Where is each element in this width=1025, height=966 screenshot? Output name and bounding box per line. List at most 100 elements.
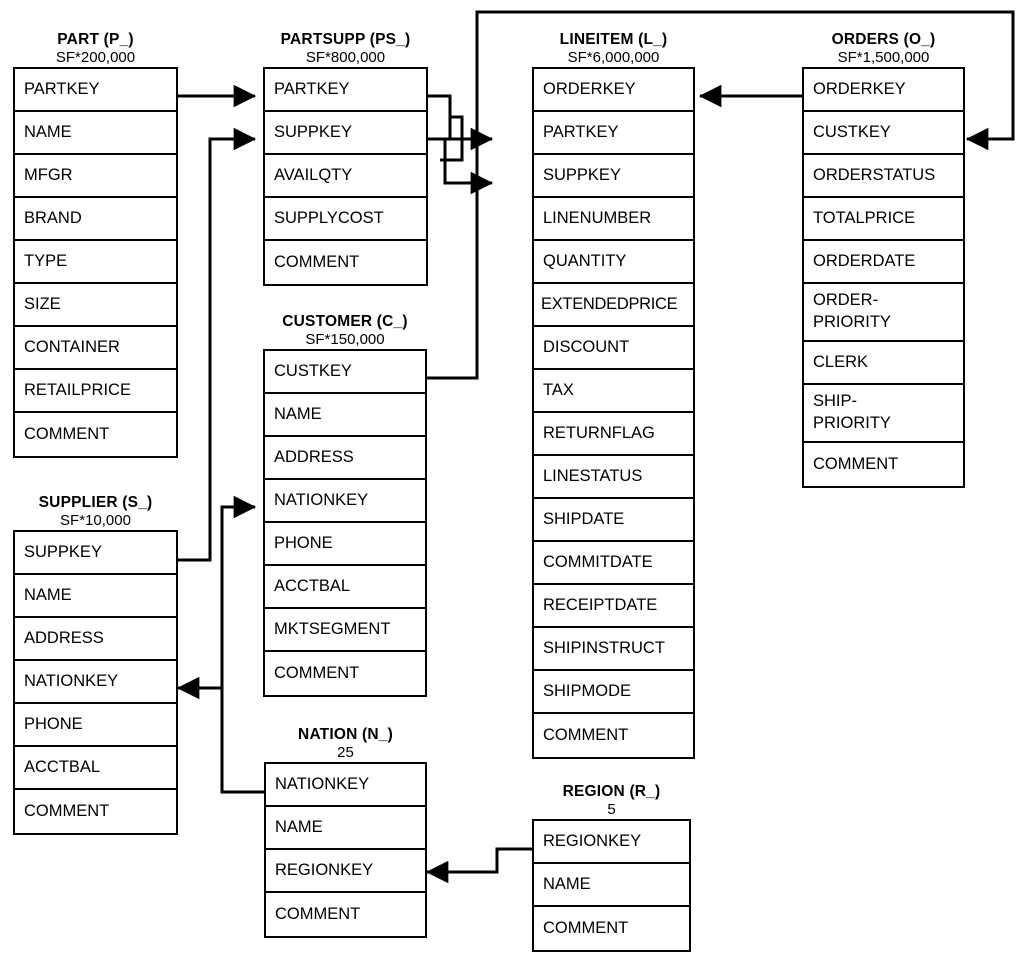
field-lineitem-comment: COMMENT (543, 726, 629, 744)
wire-region-nation (425, 847, 532, 884)
field-customer-custkey: CUSTKEY (265, 351, 425, 394)
field-lineitem-linenumber: LINENUMBER (534, 198, 693, 241)
table-region: REGION (R_) 5 REGIONKEY NAME COMMENT (532, 782, 691, 952)
table-customer: CUSTOMER (C_) SF*150,000 CUSTKEY NAME AD… (263, 312, 427, 697)
table-part-title: PART (P_) (57, 31, 134, 48)
table-nation-fields: NATIONKEY NAME REGIONKEY COMMENT (264, 762, 427, 938)
table-orders: ORDERS (O_) SF*1,500,000 ORDERKEY CUSTKE… (802, 30, 965, 488)
table-partsupp-cardinality: SF*800,000 (305, 49, 386, 66)
table-supplier-title: SUPPLIER (S_) (38, 494, 153, 511)
field-supplier-phone: PHONE (15, 704, 176, 747)
table-partsupp: PARTSUPP (PS_) SF*800,000 PARTKEY SUPPKE… (263, 30, 428, 286)
table-customer-cardinality: SF*150,000 (305, 331, 385, 348)
field-region-comment: COMMENT (543, 919, 629, 937)
table-partsupp-fields: PARTKEY SUPPKEY AVAILQTY SUPPLYCOST COMM… (263, 67, 428, 286)
table-region-fields: REGIONKEY NAME COMMENT (532, 819, 691, 952)
field-lineitem-suppkey: SUPPKEY (534, 155, 693, 198)
field-lineitem-discount: DISCOUNT (534, 327, 693, 370)
table-orders-fields: ORDERKEY CUSTKEY ORDERSTATUS TOTALPRICE … (802, 67, 965, 488)
field-supplier-suppkey: SUPPKEY (15, 532, 176, 575)
field-partsupp-suppkey: SUPPKEY (265, 112, 426, 155)
field-lineitem-returnflag: RETURNFLAG (534, 413, 693, 456)
field-region-name: NAME (534, 864, 689, 907)
table-region-title: REGION (R_) (562, 783, 661, 800)
table-nation: NATION (N_) 25 NATIONKEY NAME REGIONKEY … (264, 725, 427, 938)
table-supplier: SUPPLIER (S_) SF*10,000 SUPPKEY NAME ADD… (13, 493, 178, 835)
field-orders-clerk: CLERK (804, 342, 963, 385)
table-part-cardinality: SF*200,000 (55, 49, 136, 66)
field-lineitem-tax: TAX (534, 370, 693, 413)
wire-partsupp-lineitem-partkey (443, 127, 494, 160)
field-orders-orderpriority: ORDER-PRIORITY (804, 284, 963, 342)
table-orders-cardinality: SF*1,500,000 (837, 49, 930, 66)
field-customer-name: NAME (265, 394, 425, 437)
field-partsupp-supplycost: SUPPLYCOST (265, 198, 426, 241)
field-part-name: NAME (15, 112, 176, 155)
field-part-retailprice: RETAILPRICE (15, 370, 176, 413)
table-orders-title: ORDERS (O_) (831, 31, 936, 48)
field-orders-orderkey: ORDERKEY (804, 69, 963, 112)
field-nation-name: NAME (266, 807, 425, 850)
table-part-fields: PARTKEY NAME MFGR BRAND TYPE SIZE CONTAI… (13, 67, 178, 458)
field-supplier-comment: COMMENT (24, 802, 110, 820)
field-part-type: TYPE (15, 241, 176, 284)
table-part: PART (P_) SF*200,000 PARTKEY NAME MFGR B… (13, 30, 178, 458)
field-lineitem-quantity: QUANTITY (534, 241, 693, 284)
table-nation-cardinality: 25 (337, 744, 354, 761)
field-lineitem-commitdate: COMMITDATE (534, 542, 693, 585)
field-supplier-address: ADDRESS (15, 618, 176, 661)
table-lineitem-title: LINEITEM (L_) (559, 31, 668, 48)
field-part-size: SIZE (15, 284, 176, 327)
field-part-brand: BRAND (15, 198, 176, 241)
field-lineitem-shipdate: SHIPDATE (534, 499, 693, 542)
wire-partsupp-lineitem-suppkey (443, 160, 494, 195)
field-part-mfgr: MFGR (15, 155, 176, 198)
field-lineitem-shipmode: SHIPMODE (534, 671, 693, 714)
table-region-cardinality: 5 (607, 801, 616, 818)
table-lineitem: LINEITEM (L_) SF*6,000,000 ORDERKEY PART… (532, 30, 695, 759)
field-part-container: CONTAINER (15, 327, 176, 370)
wire-nation-customer (220, 495, 264, 794)
field-customer-phone: PHONE (265, 523, 425, 566)
field-supplier-nationkey: NATIONKEY (15, 661, 176, 704)
field-orders-comment: COMMENT (813, 455, 899, 473)
table-supplier-cardinality: SF*10,000 (60, 512, 131, 529)
field-partsupp-comment: COMMENT (274, 253, 360, 271)
field-part-partkey: PARTKEY (15, 69, 176, 112)
field-lineitem-orderkey: ORDERKEY (534, 69, 693, 112)
field-lineitem-partkey: PARTKEY (534, 112, 693, 155)
field-orders-shippriority: SHIP-PRIORITY (804, 385, 963, 443)
field-nation-comment: COMMENT (275, 905, 361, 923)
field-orders-custkey: CUSTKEY (804, 112, 963, 155)
field-supplier-name: NAME (15, 575, 176, 618)
table-nation-title: NATION (N_) (298, 726, 393, 743)
field-customer-nationkey: NATIONKEY (265, 480, 425, 523)
table-lineitem-fields: ORDERKEY PARTKEY SUPPKEY LINENUMBER QUAN… (532, 67, 695, 759)
field-lineitem-shipinstruct: SHIPINSTRUCT (534, 628, 693, 671)
field-region-regionkey: REGIONKEY (534, 821, 689, 864)
field-supplier-acctbal: ACCTBAL (15, 747, 176, 790)
field-lineitem-linestatus: LINESTATUS (534, 456, 693, 499)
field-nation-nationkey: NATIONKEY (266, 764, 425, 807)
wire-supplier-partsupp (178, 127, 257, 562)
field-customer-address: ADDRESS (265, 437, 425, 480)
wire-partsupp-lineitem-trunk (428, 94, 452, 141)
table-partsupp-title: PARTSUPP (PS_) (280, 31, 411, 48)
field-part-comment: COMMENT (24, 425, 110, 443)
field-partsupp-partkey: PARTKEY (265, 69, 426, 112)
table-customer-title: CUSTOMER (C_) (282, 313, 408, 330)
table-customer-fields: CUSTKEY NAME ADDRESS NATIONKEY PHONE ACC… (263, 349, 427, 697)
field-customer-acctbal: ACCTBAL (265, 566, 425, 609)
field-nation-regionkey: REGIONKEY (266, 850, 425, 893)
field-orders-orderstatus: ORDERSTATUS (804, 155, 963, 198)
table-lineitem-cardinality: SF*6,000,000 (567, 49, 660, 66)
field-partsupp-availqty: AVAILQTY (265, 155, 426, 198)
field-orders-orderdate: ORDERDATE (804, 241, 963, 284)
field-lineitem-receiptdate: RECEIPTDATE (534, 585, 693, 628)
field-lineitem-extendedprice: EXTENDEDPRICE (534, 284, 693, 327)
table-supplier-fields: SUPPKEY NAME ADDRESS NATIONKEY PHONE ACC… (13, 530, 178, 835)
field-customer-comment: COMMENT (274, 664, 360, 682)
wire-partsupp-lineitem-bus (440, 115, 464, 162)
field-customer-mktsegment: MKTSEGMENT (265, 609, 425, 652)
